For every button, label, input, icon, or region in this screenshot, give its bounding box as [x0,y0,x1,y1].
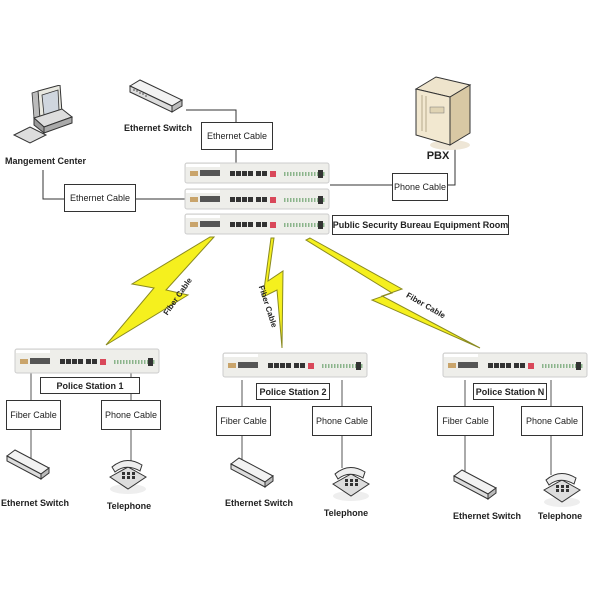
switch-icon [128,79,184,113]
station-name-label: Police Station 2 [256,383,330,400]
connector-mgmt [42,170,185,200]
station-mux-device [442,352,588,383]
switch-icon [6,449,50,480]
fiber-link-2 [262,237,284,349]
computer-icon [12,85,74,144]
switch-icon [230,457,274,488]
phone-cable-box: Phone Cable [312,406,372,436]
mux-device-icon [222,352,368,378]
fiber-link-1 [105,236,216,346]
fiber-cable-box: Fiber Cable [216,406,271,436]
lightning-bolt-icon [262,237,284,349]
telephone-icon [332,467,370,501]
station-ethernet-switch [5,448,51,485]
station-switch-label: Ethernet Switch [0,498,69,508]
management-center-label: Mangement Center [5,156,87,166]
station-switch-label: Ethernet Switch [452,511,521,521]
ethernet-cable-box-switch: Ethernet Cable [201,122,273,150]
mux-device-icon [184,162,330,184]
equipment-room-label: Public Security Bureau Equipment Room [332,215,509,235]
central-mux-device [184,162,330,189]
station-telephone-label: Telephone [106,501,152,511]
ethernet-switch-label: Ethernet Switch [123,123,192,133]
telephone-icon [109,460,147,494]
station-switch-label: Ethernet Switch [224,498,293,508]
station-telephone [329,462,371,507]
pbx-label: PBX [426,150,450,162]
station-name-label: Police Station N [473,383,547,400]
switch-icon [453,469,497,500]
connector-pbx [330,148,456,186]
fiber-cable-box: Fiber Cable [6,400,61,430]
phone-cable-box: Phone Cable [521,406,583,436]
central-mux-device [184,188,330,215]
fiber-cable-box: Fiber Cable [437,406,494,436]
lightning-bolt-icon [105,236,216,346]
station-ethernet-switch [452,468,498,505]
station-mux-device [222,352,368,383]
connector-switch [186,109,237,170]
station-telephone-label: Telephone [537,511,583,521]
phone-cable-box: Phone Cable [101,400,161,430]
station-telephone [540,468,582,513]
lightning-bolt-icon [304,237,481,349]
fiber-link-3 [304,237,481,349]
mux-device-icon [184,188,330,210]
central-mux-device [184,213,330,240]
station-telephone-label: Telephone [323,508,369,518]
mux-device-icon [184,213,330,235]
station-telephone [106,455,148,500]
station-mux-device [14,348,160,379]
mux-device-icon [14,348,160,374]
station-ethernet-switch [229,456,275,493]
server-tower-icon [414,76,472,150]
ethernet-cable-box-mgmt: Ethernet Cable [64,184,136,212]
mux-device-icon [442,352,588,378]
station-name-label: Police Station 1 [40,377,140,394]
phone-cable-box-pbx: Phone Cable [392,173,448,201]
telephone-icon [543,473,581,507]
